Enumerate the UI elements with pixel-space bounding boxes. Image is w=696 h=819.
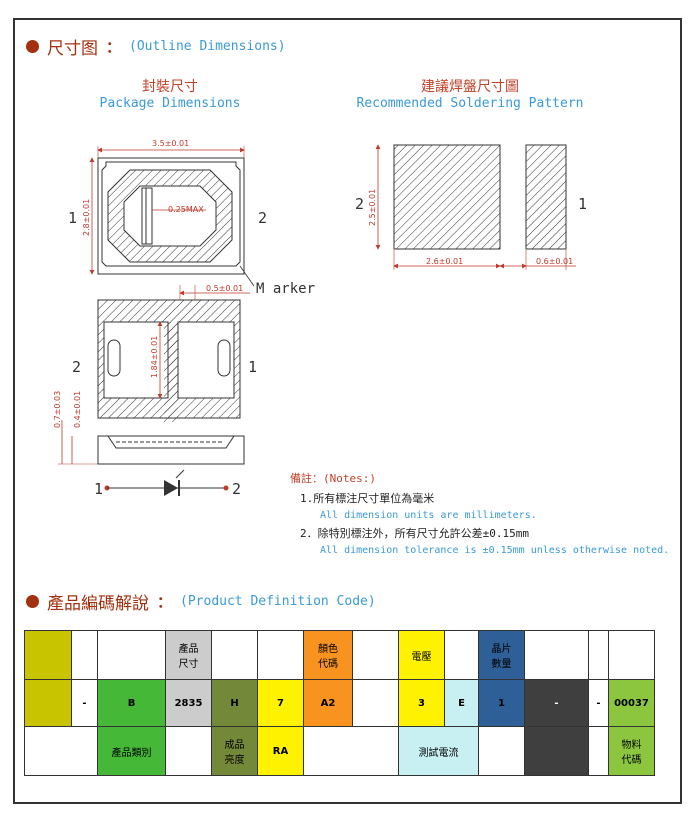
package-heading: 封裝尺寸 Package Dimensions [80, 76, 260, 111]
table-cell [71, 630, 98, 680]
max-dim-label: 0.25MAX [168, 205, 204, 214]
outline-en-title: (Outline Dimensions) [129, 39, 286, 54]
ra-cell: RA [257, 726, 304, 776]
bullet-icon [26, 40, 39, 53]
test-current-cell: 測試電流 [398, 726, 479, 776]
table-cell [444, 630, 479, 680]
package-zh: 封裝尺寸 [142, 79, 198, 95]
product-category-cell: 產品類別 [97, 726, 166, 776]
code-h-cell: H [211, 679, 258, 727]
code-1-cell: 1 [478, 679, 525, 727]
table-cell [588, 630, 609, 680]
code-colon: ： [157, 593, 173, 611]
table-cell [24, 679, 72, 727]
code-en-title: (Product Definition Code) [180, 594, 376, 609]
color-code-header-cell: 顏色 代碼 [303, 630, 353, 680]
dash-cell: - [71, 679, 98, 727]
table-cell [211, 630, 258, 680]
soldering-heading: 建議焊盤尺寸圖 Recommended Soldering Pattern [340, 76, 600, 111]
brightness-cell: 成品 亮度 [211, 726, 258, 776]
table-cell [257, 630, 304, 680]
table-cell [303, 726, 399, 776]
bottom-pin1-label: 1 [248, 358, 257, 376]
notes-title: 備註：(Notes:) [290, 472, 376, 485]
soldering-zh: 建議焊盤尺寸圖 [421, 79, 519, 95]
table-cell [524, 726, 589, 776]
table-cell [588, 726, 609, 776]
size-header-cell: 產品 尺寸 [165, 630, 212, 680]
diode-pin1-label: 1 [94, 480, 103, 498]
product-code-table: 產品 尺寸 顏色 代碼 電壓 晶片 數量 - B 2835 H 7 A2 3 E… [24, 630, 655, 776]
package-side-view: 0.7±0.03 0.4±0.01 [53, 391, 245, 465]
bullet-icon [26, 595, 39, 608]
soldering-pattern: 2.5±0.01 2.6±0.01 0.6±0.01 2 1 [355, 144, 587, 270]
pad-w2-label: 0.6±0.01 [536, 257, 573, 266]
diode-pin2-label: 2 [232, 480, 241, 498]
table-row: 產品 尺寸 顏色 代碼 電壓 晶片 數量 [24, 630, 655, 680]
table-cell [24, 630, 72, 680]
code-e-cell: E [444, 679, 479, 727]
package-top-view: 3.5±0.01 2.8±0.01 0.25MAX 1 2 M arker [68, 139, 315, 297]
outline-zh-title: 尺寸图 [47, 39, 98, 59]
table-cell [165, 726, 212, 776]
dash-cell: - [588, 679, 609, 727]
side-dim1-label: 0.7±0.03 [53, 391, 62, 428]
side-dim2-label: 0.4±0.01 [73, 391, 82, 428]
marker-dim-label: 0.5±0.01 [206, 284, 243, 293]
marker-label: M arker [256, 281, 315, 297]
outline-colon: ： [106, 38, 122, 56]
code-00037-cell: 00037 [608, 679, 655, 727]
section-code-title: 產品編碼解說 ： (Product Definition Code) [26, 589, 376, 614]
bottom-pin2-label: 2 [72, 358, 81, 376]
table-cell [352, 630, 399, 680]
package-bottom-view: 0.5±0.01 1.84±0.01 2 1 [72, 284, 257, 422]
top-pin2-label: 2 [258, 209, 267, 227]
document-frame [13, 18, 682, 804]
diode-symbol: 1 2 [94, 469, 241, 498]
code-a2-cell: A2 [303, 679, 353, 727]
code-3-cell: 3 [398, 679, 445, 727]
code-b-cell: B [97, 679, 166, 727]
code-zh-title: 產品編碼解說 [47, 594, 149, 614]
material-code-cell: 物料 代碼 [608, 726, 655, 776]
table-cell [352, 679, 399, 727]
note-1-en: All dimension units are millimeters. [320, 510, 537, 521]
voltage-header-cell: 電壓 [398, 630, 445, 680]
package-en: Package Dimensions [99, 96, 241, 111]
table-cell [478, 726, 525, 776]
pad-pin2-label: 2 [355, 195, 364, 213]
table-cell [524, 630, 589, 680]
chip-count-header-cell: 晶片 數量 [478, 630, 525, 680]
table-cell [24, 726, 98, 776]
top-pin1-label: 1 [68, 209, 77, 227]
note-2-en: All dimension tolerance is ±0.15mm unles… [320, 545, 670, 556]
section-outline-title: 尺寸图 ： (Outline Dimensions) [26, 34, 286, 59]
soldering-en: Recommended Soldering Pattern [356, 96, 584, 111]
pad-pin1-label: 1 [578, 195, 587, 213]
table-cell [608, 630, 655, 680]
height-dim-label: 2.8±0.01 [82, 199, 91, 236]
pad-w1-label: 2.6±0.01 [426, 257, 463, 266]
width-dim-label: 3.5±0.01 [152, 139, 189, 148]
table-row: - B 2835 H 7 A2 3 E 1 - - 00037 [24, 679, 655, 727]
table-row: 產品類別 成品 亮度 RA 測試電流 物料 代碼 [24, 726, 655, 776]
code-7-cell: 7 [257, 679, 304, 727]
note-1-zh: 1.所有標注尺寸單位為毫米 [300, 492, 435, 505]
inner-dim-label: 1.84±0.01 [150, 336, 159, 378]
note-2-zh: 2．除特別標注外，所有尺寸允許公差±0.15mm [300, 527, 529, 540]
code-2835-cell: 2835 [165, 679, 212, 727]
notes-block: 備註：(Notes:) 1.所有標注尺寸單位為毫米 All dimension … [290, 470, 669, 556]
table-cell [97, 630, 166, 680]
code-dash-dark-cell: - [524, 679, 589, 727]
pad-h-label: 2.5±0.01 [368, 189, 377, 226]
